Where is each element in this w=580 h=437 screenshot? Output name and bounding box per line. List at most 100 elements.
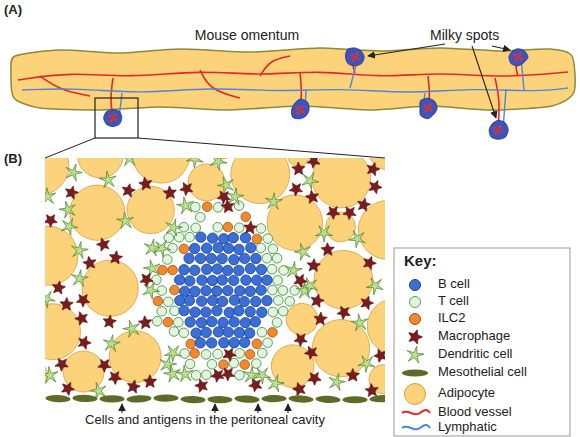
ilc2-cell <box>252 234 262 244</box>
b-cell <box>256 285 266 295</box>
b-cell <box>207 233 217 243</box>
t-cell <box>185 232 195 242</box>
milky-spot-cell <box>108 114 111 117</box>
b-cell <box>246 243 256 253</box>
t-cell <box>191 223 201 233</box>
b-cell <box>179 286 189 296</box>
b-cell <box>217 253 227 263</box>
legend-swatch <box>404 383 426 405</box>
b-cell <box>212 264 222 274</box>
t-cell <box>273 296 283 306</box>
ilc2-cell <box>163 317 173 327</box>
mesothelial-cell <box>153 394 178 401</box>
b-cell <box>196 317 206 327</box>
t-cell <box>256 243 266 253</box>
b-cell <box>252 275 262 285</box>
macrophage <box>221 200 234 213</box>
macrophage <box>138 316 151 329</box>
t-cell <box>257 327 267 337</box>
b-cell <box>240 317 250 327</box>
dendritic-cell <box>176 365 193 382</box>
b-cell <box>185 276 195 286</box>
ilc2-cell <box>190 349 200 359</box>
b-cell <box>219 234 229 244</box>
legend-text: B cell <box>438 277 470 291</box>
adipocyte <box>367 298 385 354</box>
mesothelial-cell <box>261 395 286 403</box>
dendritic-cell <box>329 373 346 390</box>
dendritic-cell <box>143 282 160 299</box>
zoom-line <box>138 138 385 158</box>
milky-spot-cell <box>429 108 432 111</box>
ilc2-cell <box>168 265 178 275</box>
macrophage <box>294 274 307 287</box>
legend-symbol <box>398 417 432 437</box>
b-cell <box>251 253 261 263</box>
b-cell <box>202 264 212 274</box>
legend-item: Mesothelial cell <box>398 364 568 382</box>
b-cell <box>196 296 206 306</box>
dendritic-cell <box>66 164 82 181</box>
illustration-part <box>45 158 383 399</box>
macrophage <box>304 346 317 359</box>
macrophage <box>221 368 234 381</box>
t-cell <box>268 307 278 317</box>
b-cell <box>239 337 249 347</box>
adipocyte <box>77 158 123 178</box>
b-cell <box>245 263 255 273</box>
macrophage <box>195 379 208 392</box>
b-cell <box>228 233 238 243</box>
b-cell <box>218 317 228 327</box>
b-cell <box>235 286 245 296</box>
dendritic-cell <box>316 226 333 242</box>
t-cell <box>263 338 273 348</box>
node-title: Mouse omentum <box>195 28 299 43</box>
dendritic-cell <box>210 158 227 170</box>
mesothelial-cell <box>234 395 259 404</box>
macrophage <box>365 384 378 397</box>
text-label: Milky spots <box>430 28 499 43</box>
macrophage <box>321 243 334 256</box>
b-cell <box>229 295 239 305</box>
t-cell <box>257 348 267 358</box>
t-cell <box>273 276 283 286</box>
illustration-part <box>153 202 277 370</box>
b-cell <box>244 328 254 338</box>
b-cell <box>223 243 233 253</box>
macrophage <box>327 207 340 220</box>
omentum-shape <box>11 48 575 110</box>
pointer-arrow <box>121 404 122 413</box>
t-cell <box>251 359 261 369</box>
dendritic-cell <box>116 212 133 229</box>
t-cell <box>234 223 244 233</box>
mesothelial-cell <box>126 395 151 404</box>
t-cell <box>169 327 179 337</box>
macrophage <box>75 312 88 325</box>
adipocyte <box>312 320 369 377</box>
b-cell <box>251 296 261 306</box>
macrophage <box>289 183 302 196</box>
b-cell <box>262 275 272 285</box>
b-cell <box>212 306 222 316</box>
macrophage <box>223 348 236 361</box>
illustration-part <box>45 394 385 403</box>
t-cell <box>157 306 167 316</box>
legend-text: T cell <box>438 294 469 308</box>
dendritic-cell <box>265 193 282 210</box>
b-cell <box>240 233 250 243</box>
dendritic-cell <box>123 320 139 337</box>
legend-symbol <box>398 326 432 348</box>
dendritic-cell <box>285 261 302 278</box>
text-label: (B) <box>4 152 22 166</box>
t-cell <box>256 224 266 234</box>
macrophage <box>96 238 109 251</box>
legend-text: Dendritic cell <box>438 347 512 361</box>
dendritic-cell <box>351 314 368 331</box>
b-cell <box>195 253 205 263</box>
ilc2-cell <box>186 339 196 349</box>
t-cell <box>272 253 282 263</box>
dendritic-cell <box>144 239 161 256</box>
b-cell <box>223 285 233 295</box>
macrophage <box>305 190 318 203</box>
ilc2-cell <box>268 328 278 338</box>
